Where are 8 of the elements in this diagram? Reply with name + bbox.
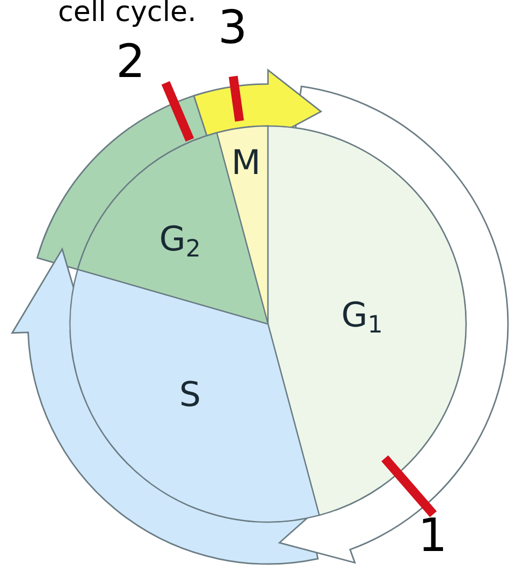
- caption-text: cell cycle.: [58, 0, 196, 26]
- phase-label: G$_{2}$: [159, 222, 201, 262]
- checkpoint-number: 1: [418, 512, 448, 558]
- phase-label: M: [231, 146, 261, 180]
- phase-label: G$_{1}$: [341, 298, 383, 338]
- checkpoint-number: 3: [218, 4, 248, 50]
- phase-label: S: [179, 378, 201, 412]
- checkpoint-number: 2: [116, 38, 146, 84]
